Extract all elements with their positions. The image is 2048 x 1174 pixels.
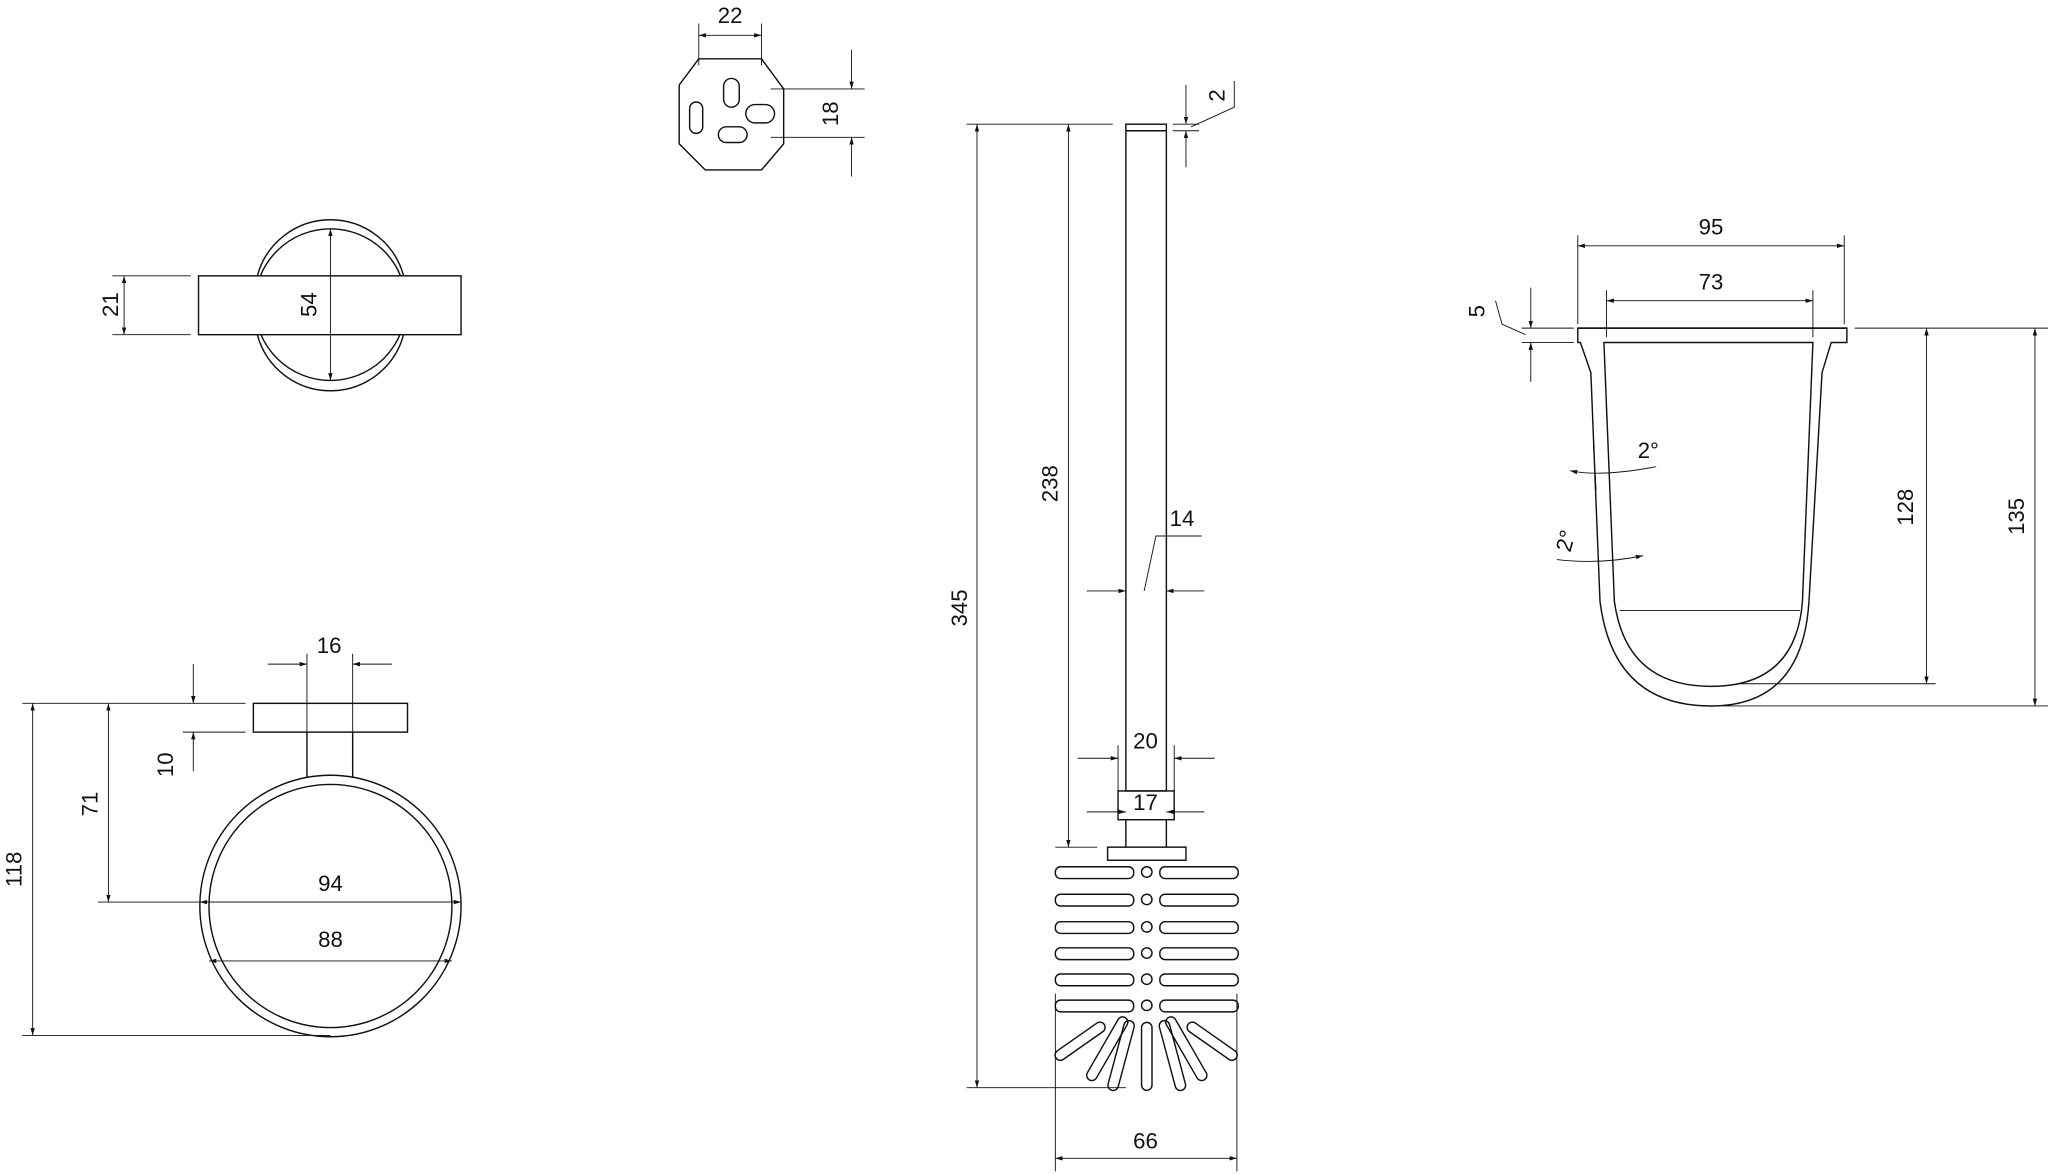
holder-front-view: 16 10 118 71 94 88 bbox=[2, 633, 462, 1038]
dim-bowl-outer-diameter: 95 bbox=[1699, 215, 1724, 240]
dim-bowl-total-height: 135 bbox=[2004, 498, 2029, 535]
dim-bowl-inner-depth: 128 bbox=[1893, 489, 1918, 526]
dim-angle-inner: 2° bbox=[1638, 438, 1659, 463]
dim-rosette-height: 21 bbox=[98, 292, 123, 317]
dim-angle-outer: 2° bbox=[1551, 527, 1581, 554]
dim-collar-outer: 20 bbox=[1133, 728, 1158, 753]
brush-view: 345 238 2 14 20 17 66 bbox=[947, 81, 1239, 1172]
dim-plate-height: 18 bbox=[818, 101, 843, 126]
dim-rim-height: 5 bbox=[1464, 305, 1489, 317]
dim-total-height: 118 bbox=[2, 852, 27, 887]
brush-bristles bbox=[1054, 866, 1239, 1092]
dim-ring-outer: 94 bbox=[318, 871, 343, 896]
dim-head-diameter: 66 bbox=[1133, 1128, 1158, 1153]
dim-handle-diameter: 14 bbox=[1170, 506, 1195, 531]
dim-stem-width: 16 bbox=[317, 633, 342, 658]
bowl-section-view: 95 73 5 128 135 2° 2° bbox=[1464, 215, 2048, 707]
dim-plate-width: 22 bbox=[718, 3, 743, 28]
dim-handle-length: 238 bbox=[1037, 465, 1062, 502]
dim-brush-total-length: 345 bbox=[947, 589, 972, 626]
dim-cap: 2 bbox=[1204, 89, 1229, 101]
dim-center-height: 71 bbox=[77, 792, 102, 817]
dim-collar-inner: 17 bbox=[1133, 790, 1158, 815]
rosette-top-view: 21 54 bbox=[98, 219, 462, 392]
dim-rosette-diameter: 54 bbox=[297, 292, 322, 317]
mounting-plate-view: 22 18 bbox=[678, 3, 865, 177]
dim-ring-inner: 88 bbox=[318, 927, 343, 952]
dim-flange-height: 10 bbox=[153, 752, 178, 777]
dim-bowl-inner-diameter: 73 bbox=[1699, 270, 1724, 295]
